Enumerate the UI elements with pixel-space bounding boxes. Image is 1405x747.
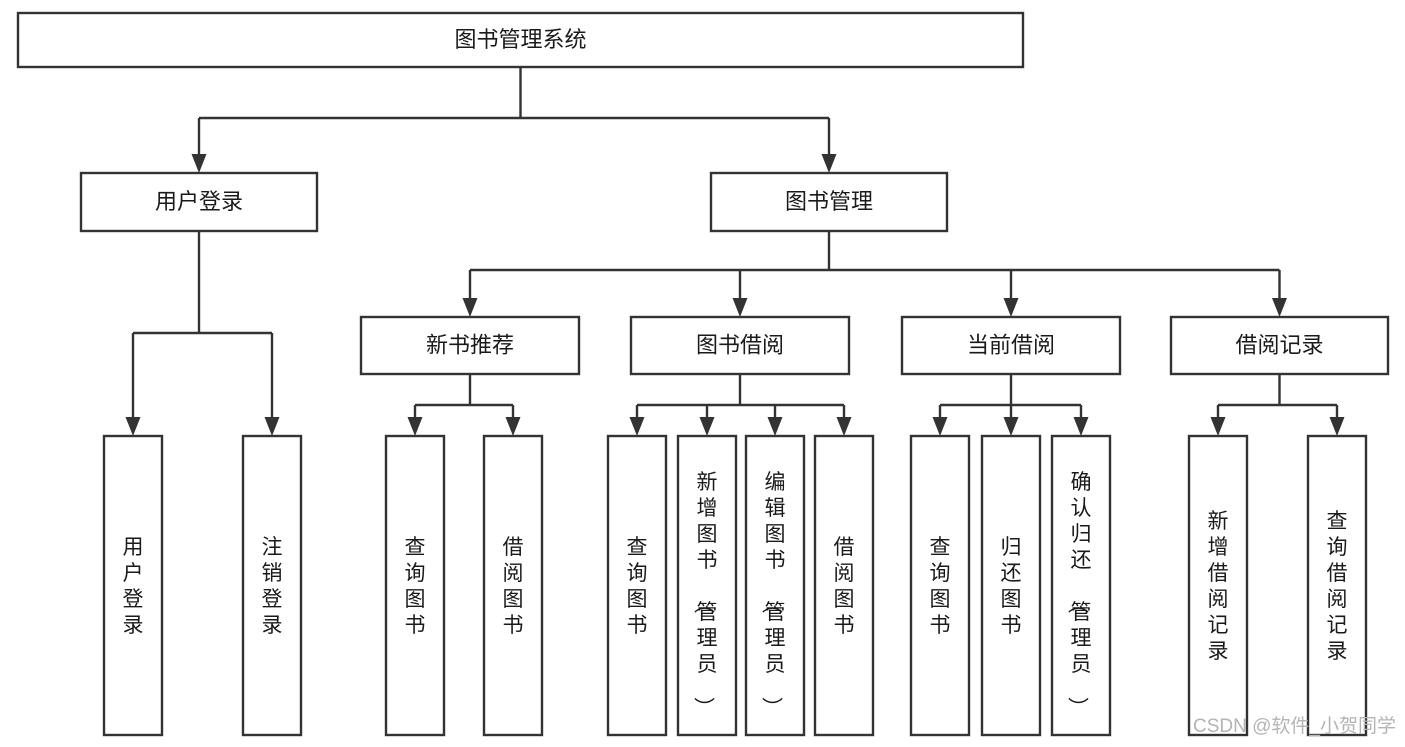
arrow-down-icon	[1272, 298, 1287, 317]
node-root-book-management-system-label: 图书管理系统	[454, 27, 586, 52]
csdn-watermark: CSDN @软件_小贺同学	[1193, 715, 1396, 737]
arrow-down-icon	[407, 417, 423, 436]
node-leaf-borrow-book-2-label: 借阅图书	[834, 536, 855, 637]
arrow-down-icon	[125, 417, 141, 436]
node-leaf-edit-book[interactable]	[744, 434, 806, 737]
node-book-borrow[interactable]	[629, 315, 851, 376]
node-leaf-borrow-book-1[interactable]	[482, 434, 544, 737]
node-leaf-query-book-3-label: 查询图书	[930, 536, 951, 637]
node-leaf-add-record[interactable]	[1187, 434, 1249, 737]
node-leaf-confirm-return[interactable]	[1050, 434, 1112, 737]
node-user-login[interactable]	[79, 171, 319, 233]
node-leaf-query-record-label: 查询借阅记录	[1327, 510, 1348, 663]
arrow-down-icon	[1210, 417, 1226, 436]
arrow-down-icon	[1003, 298, 1019, 317]
arrow-down-icon	[1073, 417, 1089, 436]
node-leaf-borrow-book-1-label: 借阅图书	[503, 536, 524, 637]
arrow-down-icon	[767, 417, 783, 436]
node-leaf-user-logout[interactable]	[241, 434, 303, 737]
node-user-login-label: 用户登录	[155, 189, 243, 214]
node-leaf-user-login[interactable]	[102, 434, 164, 737]
node-leaf-query-book-2[interactable]	[606, 434, 668, 737]
node-root-book-management-system[interactable]	[16, 11, 1025, 69]
node-new-book-recommend-label: 新书推荐	[426, 332, 514, 357]
node-leaf-edit-book-label: 编辑图书（管理员）	[760, 471, 786, 718]
node-borrow-record-label: 借阅记录	[1235, 332, 1323, 357]
arrow-down-icon	[629, 417, 645, 436]
node-leaf-confirm-return-label: 确认归还（管理员）	[1066, 471, 1092, 718]
arrow-down-icon	[505, 417, 521, 436]
node-borrow-record[interactable]	[1169, 315, 1390, 376]
node-book-management-label: 图书管理	[785, 189, 873, 214]
arrow-down-icon	[732, 298, 748, 317]
node-leaf-query-book-3[interactable]	[909, 434, 971, 737]
node-leaf-query-book-1[interactable]	[384, 434, 446, 737]
node-leaf-add-record-label: 新增借阅记录	[1208, 510, 1229, 663]
node-leaf-query-book-2-label: 查询图书	[627, 536, 648, 637]
node-book-management[interactable]	[709, 171, 949, 233]
arrow-down-icon	[1003, 417, 1019, 436]
node-current-borrow-label: 当前借阅	[967, 332, 1055, 357]
arrow-down-icon	[462, 298, 478, 317]
arrow-down-icon	[821, 154, 837, 173]
arrow-down-icon	[836, 417, 852, 436]
node-leaf-add-book-label: 新增图书（管理员）	[692, 471, 718, 718]
node-leaf-query-record[interactable]	[1306, 434, 1368, 737]
node-book-borrow-label: 图书借阅	[696, 332, 784, 357]
node-leaf-user-logout-label: 注销登录	[262, 536, 283, 637]
node-leaf-return-book-label: 归还图书	[1001, 536, 1022, 637]
node-leaf-return-book[interactable]	[980, 434, 1042, 737]
arrow-down-icon	[264, 417, 280, 436]
arrow-down-icon	[191, 154, 207, 173]
node-leaf-query-book-1-label: 查询图书	[405, 536, 426, 637]
arrow-down-icon	[699, 417, 715, 436]
arrow-down-icon	[1329, 417, 1345, 436]
arrow-down-icon	[932, 417, 948, 436]
node-leaf-user-login-label: 用户登录	[123, 536, 144, 637]
node-leaf-borrow-book-2[interactable]	[813, 434, 875, 737]
node-leaf-add-book[interactable]	[676, 434, 738, 737]
